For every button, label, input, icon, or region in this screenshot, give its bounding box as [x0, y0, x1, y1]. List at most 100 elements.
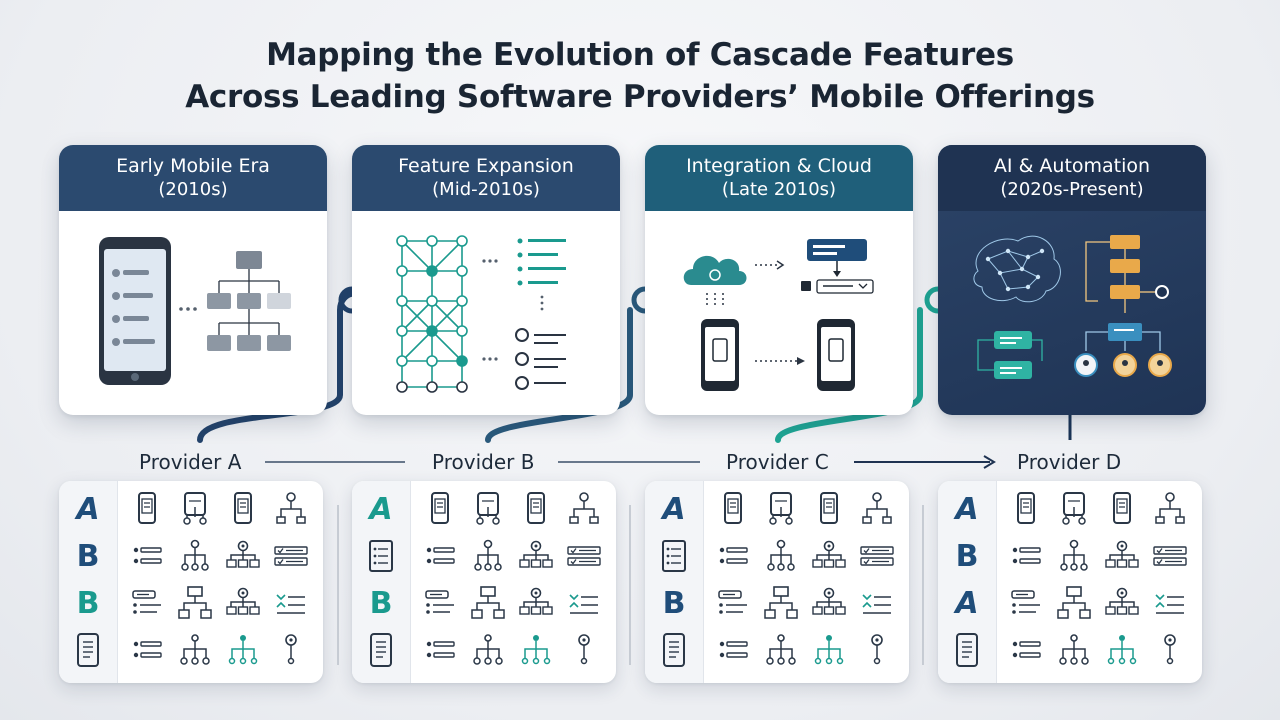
era-header: AI & Automation (2020s-Present): [938, 145, 1206, 211]
filter-list-icon: [271, 583, 311, 623]
provider-logo-b: B: [955, 538, 979, 574]
phone-icon: [817, 319, 855, 391]
node-tree-icon: [271, 489, 311, 529]
filter-list-icon: [564, 583, 604, 623]
provider-logo-cell: [68, 630, 108, 670]
era-illustration: [352, 211, 620, 415]
checklist-icon: [515, 328, 566, 390]
list-icon: [1006, 536, 1046, 576]
filter-bar-icon: [801, 279, 874, 294]
era-header: Early Mobile Era (2010s): [59, 145, 327, 211]
era-header: Feature Expansion (Mid-2010s): [352, 145, 620, 211]
menu-icon: [713, 583, 753, 623]
list-icon: [713, 536, 753, 576]
pin-icon: [1150, 630, 1190, 670]
provider-logo-b: B: [662, 585, 686, 621]
era-card-early-mobile: Early Mobile Era (2010s): [59, 145, 327, 415]
era-card-integration-cloud: Integration & Cloud (Late 2010s): [645, 145, 913, 415]
provider-logo-cell: [361, 536, 401, 576]
provider-logo-cell: [947, 630, 987, 670]
provider-logo-b: B: [76, 585, 100, 621]
flowchart-icon: [1085, 235, 1169, 313]
cloud-icon: [683, 255, 747, 285]
device-tree-icon: [175, 489, 215, 529]
settings-tree-icon: [809, 536, 849, 576]
settings-tree-icon: [223, 583, 263, 623]
device-tree-icon: [761, 489, 801, 529]
provider-logo-cell: [654, 536, 694, 576]
era-period: (2010s): [158, 179, 228, 200]
provider-logo-column: [938, 481, 997, 683]
chat-loop-icon: [977, 331, 1043, 379]
settings-tree-icon: [223, 536, 263, 576]
provider-label-c: Provider C: [726, 450, 829, 474]
phone-icon: [1102, 489, 1142, 529]
provider-logo-column: [352, 481, 411, 683]
message-icon: [807, 239, 867, 277]
grid-separator: [629, 505, 631, 665]
settings-tree-icon: [1102, 583, 1142, 623]
filter-list-icon: [1150, 583, 1190, 623]
provider-label-d: Provider D: [1017, 450, 1122, 474]
era-illustration: [59, 211, 327, 415]
phone-icon: [713, 489, 753, 529]
provider-label-a: Provider A: [139, 450, 242, 474]
phone-icon: [1006, 489, 1046, 529]
era-period: (Mid-2010s): [432, 179, 540, 200]
phone-icon: [127, 489, 167, 529]
settings-tree-icon: [809, 583, 849, 623]
era-period: (Late 2010s): [721, 179, 837, 200]
grid-separator: [922, 505, 924, 665]
split-tree-icon: [516, 630, 556, 670]
provider-logo-column: [645, 481, 704, 683]
split-tree-icon: [223, 630, 263, 670]
era-illustration: [938, 211, 1206, 415]
filter-list-icon: [857, 583, 897, 623]
era-name: Feature Expansion: [398, 155, 574, 177]
title-line-2: Across Leading Software Providers’ Mobil…: [185, 79, 1095, 115]
hierarchy-tree-icon: [207, 251, 291, 351]
provider-logo-a: A: [955, 585, 979, 621]
phone-icon: [809, 489, 849, 529]
list-icon: [127, 630, 167, 670]
node-tree-icon: [1150, 489, 1190, 529]
pin-icon: [857, 630, 897, 670]
phone-icon: [223, 489, 263, 529]
provider-logo-cell: B: [361, 583, 401, 623]
provider-logo-a: A: [76, 491, 100, 527]
menu-icon: [127, 583, 167, 623]
provider-logo-a: A: [369, 491, 393, 527]
provider-logo-cell: B: [68, 536, 108, 576]
era-header: Integration & Cloud (Late 2010s): [645, 145, 913, 211]
checklist-icon: [857, 536, 897, 576]
list-doc-icon: [369, 540, 393, 572]
hierarchy-icon: [468, 536, 508, 576]
device-tree-icon: [468, 489, 508, 529]
menu-icon: [420, 583, 460, 623]
era-name: Early Mobile Era: [116, 155, 270, 177]
small-tree-icon: [468, 630, 508, 670]
node-tree-icon: [564, 489, 604, 529]
list-icon: [517, 238, 566, 286]
provider-logo-column: [59, 481, 118, 683]
list-icon: [713, 630, 753, 670]
settings-tree-icon: [1102, 536, 1142, 576]
flowchart-icon: [1054, 583, 1094, 623]
hierarchy-icon: [761, 536, 801, 576]
provider-logo-cell: A: [68, 489, 108, 529]
list-doc-icon: [662, 540, 686, 572]
era-illustration: [645, 211, 913, 415]
provider-logo-cell: A: [947, 489, 987, 529]
provider-logo-cell: A: [654, 489, 694, 529]
settings-tree-icon: [516, 536, 556, 576]
checklist-icon: [1150, 536, 1190, 576]
provider-logo-cell: B: [68, 583, 108, 623]
provider-logo-cell: B: [947, 536, 987, 576]
provider-logo-a: A: [955, 491, 979, 527]
provider-logo-cell: B: [654, 583, 694, 623]
list-icon: [1006, 630, 1046, 670]
